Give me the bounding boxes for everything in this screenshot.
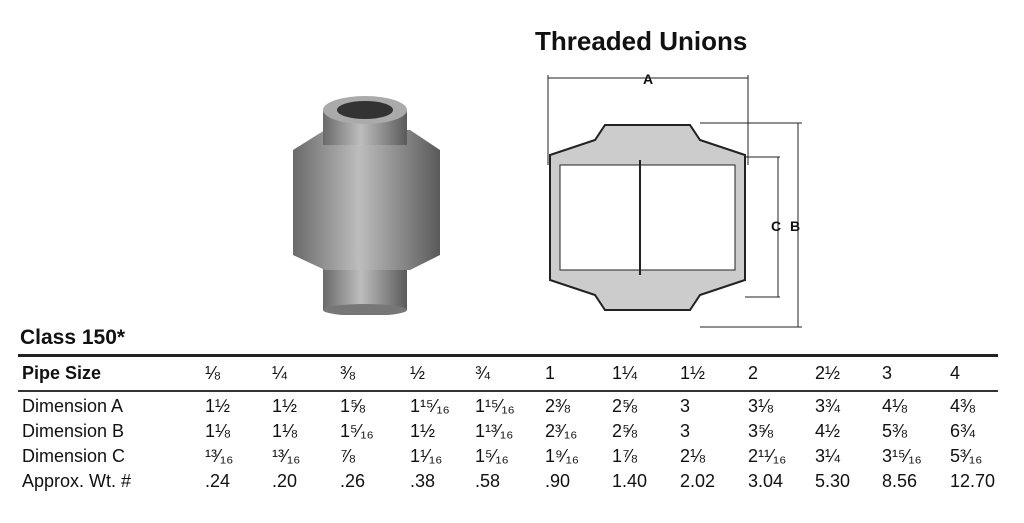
table-cell: ⅛ bbox=[205, 363, 221, 383]
table-cell: ¹³⁄₁₆ bbox=[272, 446, 301, 466]
row-label: Dimension C bbox=[22, 446, 126, 466]
table-cell: 1½ bbox=[680, 363, 706, 383]
table-cell: 3¾ bbox=[815, 396, 841, 416]
table-cell: 1⅝ bbox=[340, 396, 366, 416]
table-cell: 3 bbox=[882, 363, 893, 383]
table-cell: 1¹⁄₁₆ bbox=[410, 446, 443, 466]
table-cell: 3¹⁵⁄₁₆ bbox=[882, 446, 922, 466]
class-label: Class 150* bbox=[20, 326, 126, 349]
dimension-a-label: A bbox=[643, 71, 654, 87]
dimension-b-label: B bbox=[790, 218, 801, 234]
table-cell: .20 bbox=[272, 471, 298, 491]
table-cell: .58 bbox=[475, 471, 501, 491]
table-cell: 1¹⁵⁄₁₆ bbox=[410, 396, 450, 416]
union-photo bbox=[293, 96, 440, 315]
table-cell: 2½ bbox=[815, 363, 841, 383]
table-cell: 6¾ bbox=[950, 421, 976, 441]
table-row: Dimension C ¹³⁄₁₆ ¹³⁄₁₆ ⅞ 1¹⁄₁₆ 1⁵⁄₁₆ 1⁹⁄₁₆ 1⅞ 2… bbox=[0, 446, 1024, 470]
table-cell: 1⁹⁄₁₆ bbox=[545, 446, 580, 466]
table-cell: 2⅝ bbox=[612, 421, 638, 441]
table-cell: 2⅜ bbox=[545, 396, 571, 416]
table-cell: 3 bbox=[680, 421, 691, 441]
table-cell: 1½ bbox=[205, 396, 231, 416]
table-cell: 2⅝ bbox=[612, 396, 638, 416]
table-cell: 8.56 bbox=[882, 471, 918, 491]
table-cell: 3⅛ bbox=[748, 396, 774, 416]
table-cell: 2³⁄₁₆ bbox=[545, 421, 578, 441]
table-cell: 2⅛ bbox=[680, 446, 706, 466]
table-cell: 1⁵⁄₁₆ bbox=[340, 421, 374, 441]
divider bbox=[18, 390, 998, 392]
table-cell: 1¹⁵⁄₁₆ bbox=[475, 396, 515, 416]
table-cell: 1.40 bbox=[612, 471, 648, 491]
table-cell: 5.30 bbox=[815, 471, 851, 491]
row-label: Dimension B bbox=[22, 421, 125, 441]
table-cell: 1½ bbox=[272, 396, 298, 416]
table-row: Dimension A 1½ 1½ 1⅝ 1¹⁵⁄₁₆ 1¹⁵⁄₁₆ 2⅜ 2⅝ 3 3⅛ 3¾ 4⅛… bbox=[0, 396, 1024, 420]
table-row: Dimension B 1⅛ 1⅛ 1⁵⁄₁₆ 1½ 1¹³⁄₁₆ 2³⁄₁₆ 2⅝ 3 3⅝ 4½… bbox=[0, 421, 1024, 445]
table-cell: 1¹³⁄₁₆ bbox=[475, 421, 514, 441]
table-cell: ⅜ bbox=[340, 363, 356, 383]
divider bbox=[18, 354, 998, 357]
row-label: Approx. Wt. # bbox=[22, 471, 132, 491]
table-cell: ⅞ bbox=[340, 446, 356, 466]
table-cell: 4 bbox=[950, 363, 961, 383]
table-cell: 4⅜ bbox=[950, 396, 976, 416]
page-title: Threaded Unions bbox=[535, 26, 748, 56]
dimension-c-label: C bbox=[771, 218, 782, 234]
table-cell: 1⅛ bbox=[205, 421, 231, 441]
row-label: Dimension A bbox=[22, 396, 124, 416]
table-cell: 3.04 bbox=[748, 471, 784, 491]
table-cell: 3 bbox=[680, 396, 691, 416]
table-cell: 2.02 bbox=[680, 471, 716, 491]
table-cell: .38 bbox=[410, 471, 436, 491]
table-cell: 1 bbox=[545, 363, 556, 383]
table-cell: ¹³⁄₁₆ bbox=[205, 446, 234, 466]
table-cell: 1⅛ bbox=[272, 421, 298, 441]
row-label: Pipe Size bbox=[22, 363, 102, 383]
table-cell: 2 bbox=[748, 363, 759, 383]
table-cell: 1⁵⁄₁₆ bbox=[475, 446, 509, 466]
table-header-row: Pipe Size ⅛ ¼ ⅜ ½ ¾ 1 1¼ 1½ 2 2½ 3 4 bbox=[0, 363, 1024, 387]
table-cell: 5³⁄₁₆ bbox=[950, 446, 983, 466]
table-cell: 3¼ bbox=[815, 446, 841, 466]
table-cell: 12.70 bbox=[950, 471, 996, 491]
table-cell: ¾ bbox=[475, 363, 491, 383]
table-cell: 3⅝ bbox=[748, 421, 774, 441]
table-cell: 1⅞ bbox=[612, 446, 638, 466]
table-cell: .90 bbox=[545, 471, 571, 491]
table-cell: ½ bbox=[410, 363, 426, 383]
table-cell: 1½ bbox=[410, 421, 436, 441]
table-cell: 5⅜ bbox=[882, 421, 908, 441]
table-cell: 4½ bbox=[815, 421, 841, 441]
union-cross-section-diagram bbox=[547, 75, 802, 328]
table-row: Approx. Wt. # .24 .20 .26 .38 .58 .90 1.40 2.02 3… bbox=[0, 471, 1024, 495]
table-cell: .26 bbox=[340, 471, 366, 491]
table-cell: 2¹¹⁄₁₆ bbox=[748, 446, 787, 466]
table-cell: .24 bbox=[205, 471, 231, 491]
table-cell: ¼ bbox=[272, 363, 288, 383]
table-cell: 4⅛ bbox=[882, 396, 908, 416]
table-cell: 1¼ bbox=[612, 363, 638, 383]
